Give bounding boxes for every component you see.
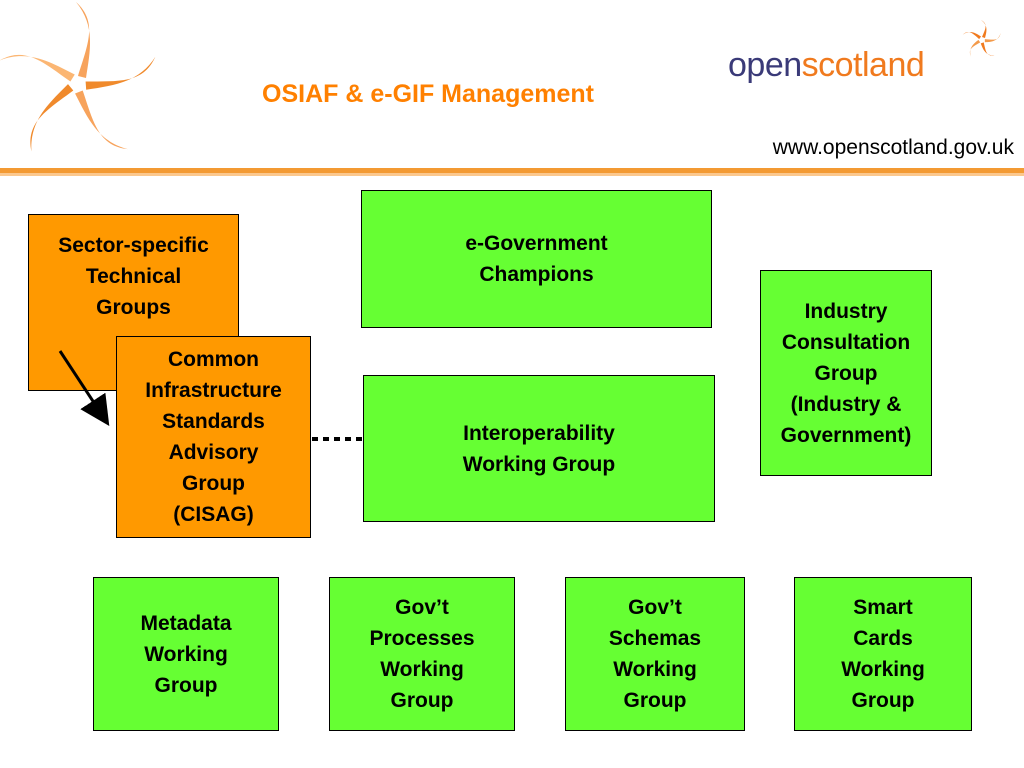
openscotland-star-logo [0,2,156,152]
box-line: Standards [162,410,265,433]
brand-star-icon [962,20,1001,57]
box-line: Working [380,658,464,681]
box-line: Interoperability [463,421,615,445]
box-line: Technical [85,265,182,288]
site-url: www.openscotland.gov.uk [772,136,1014,159]
box-line: Industry [804,299,888,323]
box-line: Working [144,642,228,666]
box-line: Gov’t [628,596,682,619]
brand-open-text: open [728,46,802,84]
box-line: Sector-specific [58,234,209,257]
interoperability-working-group-box: Interoperability Working Group [363,375,715,522]
box-line: Cards [853,627,913,650]
box-line: Working Group [462,452,616,476]
box-line: Advisory [168,441,259,464]
box-line: Group [154,673,218,697]
industry-consultation-group-box: Industry Consultation Group (Industry & … [760,270,932,476]
egovernment-champions-box: e-Government Champions [361,190,712,328]
header-divider [0,168,1024,173]
smart-cards-working-group-box: Smart Cards Working Group [794,577,972,731]
brand-scotland-text: scotland [801,46,925,84]
box-line: Group [623,689,687,712]
box-line: Group [851,689,915,712]
box-line: Processes [369,627,475,650]
box-line: (Industry & [790,392,902,416]
box-line: (CISAG) [173,503,254,526]
box-line: Groups [96,296,171,319]
cisag-box: Common Infrastructure Standards Advisory… [116,336,311,538]
box-line: Schemas [608,627,702,650]
box-line: Group [390,689,454,712]
box-line: Working [613,658,697,681]
header-divider-shadow [0,173,1024,176]
box-line: e-Government [465,232,608,255]
box-line: Metadata [140,611,232,635]
govt-schemas-working-group-box: Gov’t Schemas Working Group [565,577,745,731]
govt-processes-working-group-box: Gov’t Processes Working Group [329,577,515,731]
box-line: Working [841,658,925,681]
box-line: Government) [780,423,912,447]
box-line: Infrastructure [145,379,282,402]
box-line: Smart [853,596,913,619]
metadata-working-group-box: Metadata Working Group [93,577,279,731]
box-line: Gov’t [395,596,449,619]
box-line: Consultation [781,330,911,354]
box-line: Champions [479,263,594,286]
page-title: OSIAF & e-GIF Management [262,80,594,108]
box-line: Group [182,472,245,495]
openscotland-wordmark: openscotland [728,46,925,85]
box-line: Group [814,361,878,385]
box-line: Common [168,348,259,371]
